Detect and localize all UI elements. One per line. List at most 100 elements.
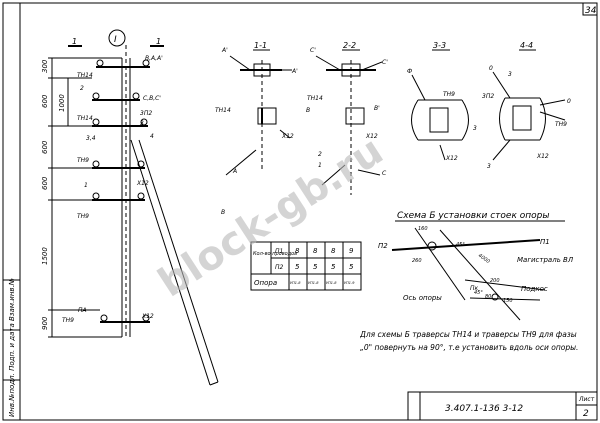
label-c-b-c: С,В,С' [143,95,161,102]
label-th9-a: ТН9 [77,157,89,164]
sheet-label: Лист [578,396,595,403]
dim-600-a: 600 [41,94,49,108]
s22-label-2: 2 [318,151,322,158]
main-view: 300 600 1000 600 600 1500 900 1 1 I ТН14… [41,29,219,386]
side-stamp: Инв.№подл. Подп. и дата Взам.инв.№ [3,278,20,417]
title-block: 3.407.1-136 3-12 Лист 2 [407,391,598,421]
s44-label-3a: 3 [508,71,512,78]
label-x12-main: Х12 [136,180,149,187]
dim-600-b: 600 [41,140,49,154]
s11-label-b: В [221,209,225,216]
table-header-p1: П1 [275,248,283,255]
s11-label-th14: ТН14 [215,107,231,114]
sheet-number: 34 [585,6,597,16]
section-mark-1-left: 1 [72,37,77,46]
table-p2-0: 5 [295,263,300,271]
scheme-label-axis: Ось опоры [403,294,442,302]
s22-label-x12: Х12 [365,133,378,140]
scheme-label-podkos: Подкос [521,285,548,293]
section-4-4-title: 4-4 [520,41,533,50]
s22-label-c2: С' [382,59,388,66]
label-th9-bottom: ТН9 [62,317,74,324]
view-marker-circle [108,29,126,47]
label-num-3: 3 [140,120,144,127]
scheme-main-line [391,239,541,251]
section-1-1-title: 1-1 [254,41,267,50]
s44-label-zp2: 3П2 [482,93,494,100]
table-p1-0: 8 [295,247,300,255]
scheme-angle: 45° [456,242,465,248]
insulators [92,59,150,322]
note-box: Для схемы Б траверсы ТН14 и траверсы ТН9… [360,330,578,352]
dim-1000: 1000 [58,94,66,112]
s11-label-a1: А' [221,47,228,54]
scheme-dim-200: 200 [490,278,500,284]
s33-label-th9: ТН9 [443,91,455,98]
scheme-dim-80: 80 [485,294,491,300]
section-1-1: 1-1 А' А' ТН14 Х12 А В [215,41,298,216]
table-p2-1: 5 [313,263,318,271]
section-4-4: 4-4 0 3 3П2 ТН9 0 Х12 3 [482,41,571,170]
label-th9-b: ТН9 [77,213,89,220]
s44-label-3b: 3 [487,163,491,170]
s33-label-x12: Х12 [445,155,458,162]
section-2-2-title: 2-2 [343,41,356,50]
label-num-2: 2 [80,85,84,92]
table-p1-2: 8 [331,247,336,255]
label-num-3-4: 3,4 [86,135,96,142]
s44-label-0a: 0 [489,65,493,72]
table-type-3: УП1-9 [344,281,355,285]
table-type-2: УП1-8 [326,281,337,285]
dim-900: 900 [41,316,49,330]
scheme-dim-260: 260 [412,258,422,264]
scheme-title: Схема Б установки стоек опоры [397,211,549,221]
side-stamp-text: Инв.№подл. Подп. и дата Взам.инв.№ [8,278,16,417]
s44-label-th9: ТН9 [555,121,567,128]
scheme-dim-4000: 4000 [477,253,491,265]
scheme-dim-150: 150 [503,298,513,304]
installation-scheme: Схема Б установки стоек опоры П2 П1 Маги… [378,211,574,321]
label-num-1: 1 [84,182,88,189]
label-th14-mid: ТН14 [77,115,93,122]
s22-label-b: В [306,107,310,114]
scheme-label-magistral: Магистраль ВЛ [517,256,574,264]
scheme-label-p1: П1 [540,238,550,246]
strut-edge-1 [130,139,211,386]
s44-label-0b: 0 [567,98,571,105]
dim-300: 300 [41,59,49,73]
document-code: 3.407.1-136 3-12 [445,404,523,414]
label-zp2: 3П2 [140,110,152,117]
section-mark-1-right: 1 [156,37,161,46]
table-row-label: Опора [254,279,277,287]
s11-label-a2: А' [291,68,298,75]
section-3-3-title: 3-3 [433,41,446,50]
scheme-label-pk: Пк [470,285,479,292]
s11-label-a: А [232,168,237,175]
label-x12-bottom: Х12 [141,313,154,320]
s22-label-c: С [382,170,387,177]
section-3-3: 3-3 Ф ТН9 Х12 3 [407,41,477,162]
view-marker-label: I [114,35,117,45]
scheme-label-p2: П2 [378,242,388,250]
table-p1-1: 8 [313,247,318,255]
label-num-4: 4 [150,133,154,140]
table-header-p2: П2 [275,264,284,271]
dim-ticks [48,57,122,338]
s22-label-c1: С' [310,47,316,54]
section-2-2: 2-2 С' С' ТН14 В' В Х12 С 2 1 [306,41,388,195]
table-p2-2: 5 [331,263,336,271]
s33-label-f: Ф [407,68,412,75]
sheet-number-box [582,2,598,16]
dim-1500: 1500 [41,247,49,265]
table-type-1: УП1-8 [308,281,319,285]
sheet-page: 2 [583,409,589,419]
table-p2-3: 5 [349,263,354,271]
s11-label-x12: Х12 [281,133,294,140]
table-p1-3: 9 [349,247,354,255]
dim-600-c: 600 [41,176,49,190]
s22-label-th14: ТН14 [307,95,323,102]
table-header-count: Кол-во проводов [253,251,297,257]
s44-label-x12: Х12 [536,153,549,160]
